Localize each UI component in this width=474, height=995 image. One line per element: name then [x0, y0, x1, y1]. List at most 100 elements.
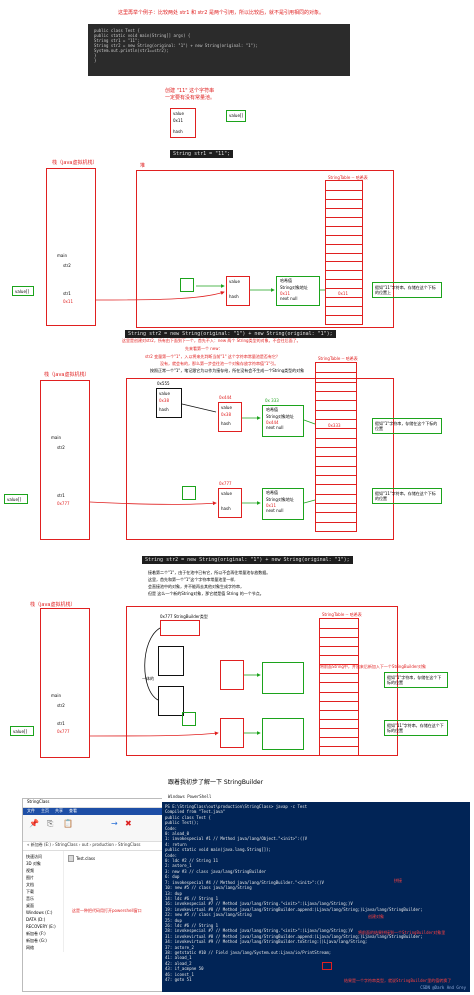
- nav-item[interactable]: 快速访问: [26, 854, 42, 859]
- table-slot-line: [320, 682, 358, 684]
- d1-left-chip: value[]: [12, 286, 34, 296]
- d2-side-note-1: 假如"1"字符串，存储在这个下标的位置: [372, 418, 442, 434]
- ps-line: Code:: [165, 825, 178, 831]
- d2-node2-hash: 哈希值: [266, 490, 278, 495]
- table-slot-line: [326, 297, 362, 299]
- explorer-file-list: Test.class 这是一种把代码用打开powershell窗口: [64, 851, 163, 952]
- ps-line: 37: astore_2: [165, 944, 194, 950]
- copy-icon[interactable]: ⎘: [47, 819, 54, 828]
- code-line: System.out.println(str1==str2);: [94, 48, 169, 53]
- d2-stack: main str2 str1 0x777: [40, 380, 90, 540]
- d1-new-value: value: [173, 111, 184, 116]
- nav-item[interactable]: 视频: [26, 868, 34, 873]
- ps-line: 3: new #3 // class java/lang/StringBuild…: [165, 868, 267, 874]
- d2-note-1: 这里是创建对str2，所有由下面到下一个，首先不入：new 两个 String类…: [122, 338, 301, 343]
- pin-icon[interactable]: 📌: [29, 819, 39, 828]
- file-name: Test.class: [76, 856, 96, 861]
- d3-pool-title: StringTable -- 哈希表: [322, 612, 362, 617]
- watermark: CSDN @Dark And Grey: [420, 985, 466, 990]
- nav-item[interactable]: 文档: [26, 882, 34, 887]
- d2-node2-obj: String对象地址: [266, 497, 294, 502]
- table-slot-line: [326, 225, 362, 227]
- ps-line: 0: aload_0: [165, 831, 190, 837]
- ps-line: 16: invokespecial #7 // Method java/lang…: [165, 901, 353, 907]
- nav-item[interactable]: 新加卷 (G:): [26, 938, 47, 943]
- d2-obj-b-hash: hash: [221, 421, 231, 426]
- d1-heap-title: 堆: [140, 163, 146, 169]
- tab-file[interactable]: 文件: [27, 808, 35, 813]
- code-line: }: [94, 53, 97, 58]
- ps-annotation-2: 创建对象: [368, 914, 384, 919]
- nav-item[interactable]: 网络: [26, 945, 34, 950]
- d2-stack-title: 栈（java虚拟机栈）: [44, 372, 90, 378]
- d3-sb-label: 0x777 StringBuilder类型: [160, 614, 208, 619]
- delete-icon[interactable]: ✖: [125, 819, 132, 828]
- table-slot-line: [326, 288, 362, 290]
- ps-line: 28: invokespecial #7 // Method java/lang…: [165, 928, 353, 934]
- d2-obj-a: 0x555 value 0x38 hash: [156, 381, 182, 418]
- ps-line: 7: invokespecial #4 // Method java/lang/…: [165, 879, 324, 885]
- table-slot-line: [320, 745, 358, 747]
- d2-str2-addr: 0x777: [57, 501, 70, 506]
- move-icon[interactable]: →: [111, 819, 118, 828]
- d3-statement: String str2 = new String(original: "1") …: [142, 556, 353, 564]
- code-line: public class Test {: [94, 28, 140, 33]
- d2-obj-b-addr: 0x444: [219, 395, 232, 400]
- table-slot-line: [316, 484, 356, 486]
- d1-pool-title: StringTable -- 哈希表: [328, 175, 368, 180]
- table-slot-line: [316, 391, 356, 392]
- d3-stringbuilder: [160, 620, 200, 636]
- table-slot-line: [326, 207, 362, 209]
- nav-item[interactable]: 3D 对象: [26, 861, 41, 866]
- file-item[interactable]: Test.class: [68, 855, 159, 862]
- ps-line: PS E:\StringClass\out\production\StringC…: [165, 804, 308, 809]
- d1-stack-title: 栈（java虚拟机栈）: [52, 160, 98, 166]
- d2-arrow-table1: [303, 419, 316, 425]
- d2-arrow-obj-a: [181, 403, 217, 413]
- tab-home[interactable]: 主页: [41, 808, 49, 813]
- nav-item[interactable]: 桌面: [26, 903, 34, 908]
- d1-note-1: 创建 "11" 这个字符串: [165, 88, 215, 94]
- d2-obj-b: 0x444 value 0x38 hash: [218, 395, 242, 432]
- table-slot-line: [316, 465, 356, 467]
- ps-line: 42: aload_2: [165, 960, 192, 966]
- ps-line: public static void main(java.lang.String…: [165, 847, 271, 853]
- tab-share[interactable]: 共享: [55, 808, 63, 813]
- ps-highlight-box: [322, 962, 332, 970]
- intro-text: 这里再举个例子：比较两处 str1 和 str2 是两个引用，所以比较后，就不是…: [118, 10, 324, 16]
- nav-item[interactable]: 图片: [26, 875, 34, 880]
- nav-item[interactable]: DATA (D:): [26, 917, 46, 922]
- ps-line: 22: new #5 // class java/lang/String: [165, 912, 252, 918]
- d2-main-label: main: [51, 435, 61, 440]
- table-slot-line: [320, 691, 358, 693]
- nav-item[interactable]: Windows (C:): [26, 910, 53, 915]
- nav-item[interactable]: 下载: [26, 889, 34, 894]
- d1-str2-label: str2: [63, 263, 71, 268]
- explorer-address-bar[interactable]: « 新加卷 (E:) › StringClass › out › product…: [23, 842, 163, 851]
- nav-item[interactable]: 新加卷 (F:): [26, 931, 46, 936]
- powershell-window: Windows PowerShell PS E:\StringClass\out…: [162, 794, 470, 992]
- table-slot-line: [316, 503, 356, 504]
- d3-str2-label: str2: [57, 703, 65, 708]
- ps-line: 47: goto 51: [165, 977, 192, 982]
- d1-side-note: 假如"11"字符串，存储在这个下标的位置上: [372, 282, 442, 298]
- d1-new-object: value 0x11 hash: [170, 108, 196, 138]
- table-slot-line: [326, 270, 362, 272]
- nav-item[interactable]: 音乐: [26, 896, 34, 901]
- table-slot-line: [326, 306, 362, 308]
- d2-note-2: 先来看第一个 new：: [185, 346, 223, 351]
- d2-obj-a-hash: hash: [159, 407, 169, 412]
- table-slot-line: [316, 381, 356, 383]
- paste-icon[interactable]: 📋: [63, 819, 73, 828]
- table-slot-line: [320, 637, 358, 639]
- d3-heap: [126, 606, 398, 756]
- explorer-window: StringClass 文件 主页 共享 查看 📌 ⎘ 📋 → ✖ « 新加卷 …: [22, 798, 164, 992]
- nav-item[interactable]: RECOVERY (E:): [26, 924, 56, 929]
- d2-pool-title: StringTable -- 哈希表: [318, 356, 358, 361]
- tab-view[interactable]: 查看: [69, 808, 77, 813]
- ps-line: public class Test {: [165, 814, 211, 820]
- d2-node2-addr: 0x11: [266, 503, 277, 508]
- d2-obj-c: 0x777 value hash: [218, 481, 242, 518]
- ps-line: 46: iconst_1: [165, 971, 194, 977]
